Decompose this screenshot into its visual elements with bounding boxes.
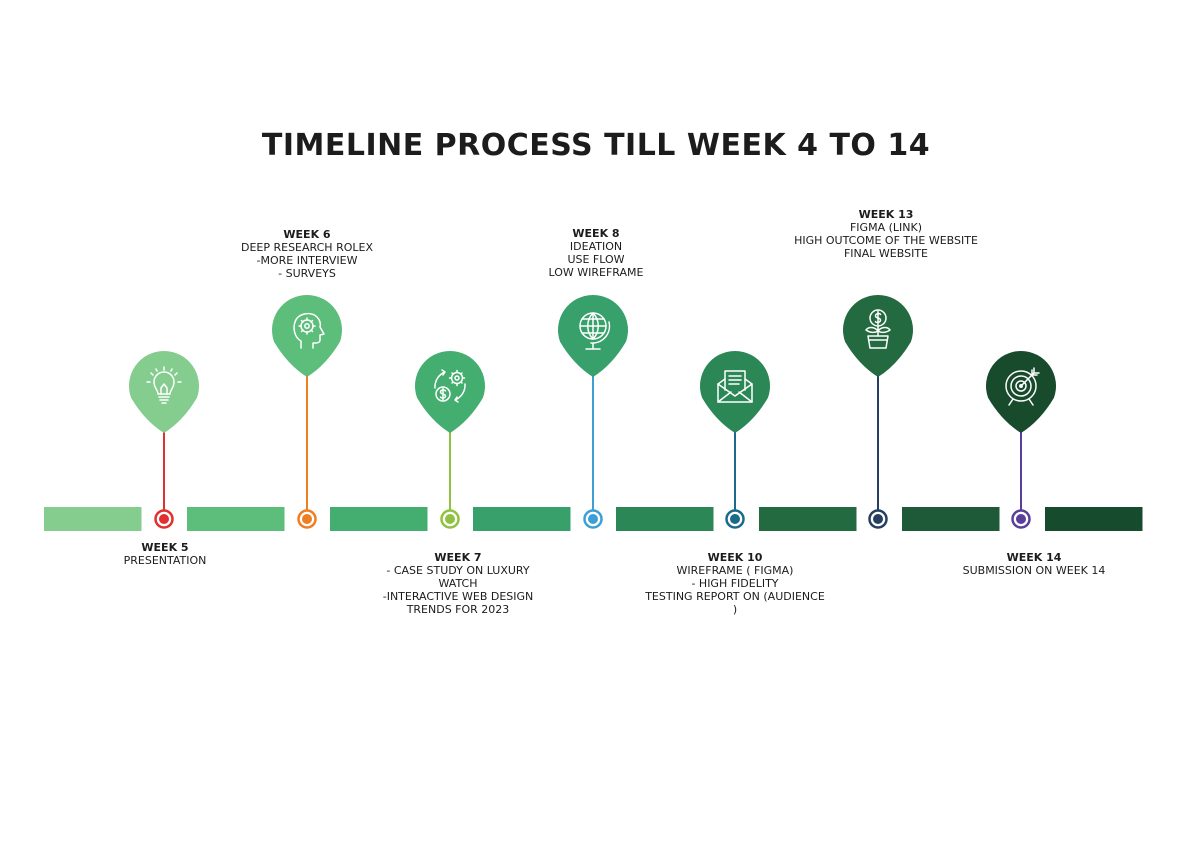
- lightbulb-icon: [146, 366, 182, 404]
- milestone-week: WEEK 7: [434, 551, 482, 564]
- milestone-detail: ): [732, 603, 738, 616]
- timeline-marker-dot: [1016, 514, 1026, 524]
- milestone-detail: HIGH OUTCOME OF THE WEBSITE: [794, 234, 978, 247]
- pin-marker: [986, 350, 1056, 433]
- timeline-marker-dot: [588, 514, 598, 524]
- envelope-icon: [717, 370, 753, 403]
- timeline-segment: [1045, 507, 1143, 531]
- timeline-segment: [473, 507, 571, 531]
- timeline-marker-dot: [445, 514, 455, 524]
- milestone-detail: TESTING REPORT ON (AUDIENCE: [645, 590, 825, 603]
- milestone-week: WEEK 5: [141, 541, 189, 554]
- timeline-marker-dot: [873, 514, 883, 524]
- milestone-detail: -INTERACTIVE WEB DESIGN: [382, 590, 534, 603]
- timeline-segment: [330, 507, 428, 531]
- milestone-detail: TRENDS FOR 2023: [406, 603, 510, 616]
- timeline-marker-dot: [159, 514, 169, 524]
- milestone-detail: PRESENTATION: [123, 554, 207, 567]
- head-gear-icon: [293, 312, 325, 349]
- milestone-detail: LOW WIREFRAME: [548, 266, 644, 279]
- pin-marker: [700, 350, 770, 433]
- milestone-detail: - HIGH FIDELITY: [691, 577, 779, 590]
- milestone-detail: SUBMISSION ON WEEK 14: [962, 564, 1106, 577]
- pin-marker: [129, 350, 199, 433]
- milestone-detail: IDEATION: [569, 240, 623, 253]
- milestone-detail: FIGMA (LINK): [849, 221, 922, 234]
- milestone-week: WEEK 6: [283, 228, 331, 241]
- milestone-detail: WATCH: [438, 577, 478, 590]
- timeline-marker-dot: [730, 514, 740, 524]
- pin-marker: [272, 294, 342, 377]
- milestone-detail: - CASE STUDY ON LUXURY: [386, 564, 530, 577]
- timeline-segment: [187, 507, 285, 531]
- milestone-week: WEEK 10: [707, 551, 763, 564]
- milestone-detail: WIREFRAME ( FIGMA): [676, 564, 794, 577]
- globe-icon: [579, 312, 611, 350]
- milestone-detail: - SURVEYS: [278, 267, 336, 280]
- target-icon: [1005, 367, 1040, 406]
- timeline-segment: [44, 507, 142, 531]
- money-plant-icon: [865, 309, 891, 349]
- milestone-detail: USE FLOW: [567, 253, 625, 266]
- timeline-marker-dot: [302, 514, 312, 524]
- milestone-detail: DEEP RESEARCH ROLEX: [240, 241, 373, 254]
- gear-dollar-cycle-icon: [434, 369, 466, 403]
- milestone-detail: -MORE INTERVIEW: [256, 254, 358, 267]
- milestone-week: WEEK 8: [572, 227, 620, 240]
- milestone-week: WEEK 13: [858, 208, 914, 221]
- page-title: TIMELINE PROCESS TILL WEEK 4 TO 14: [261, 128, 931, 163]
- timeline-segment: [616, 507, 714, 531]
- timeline-segment: [759, 507, 857, 531]
- timeline-segment: [902, 507, 1000, 531]
- milestone-detail: FINAL WEBSITE: [843, 247, 929, 260]
- milestone-week: WEEK 14: [1006, 551, 1062, 564]
